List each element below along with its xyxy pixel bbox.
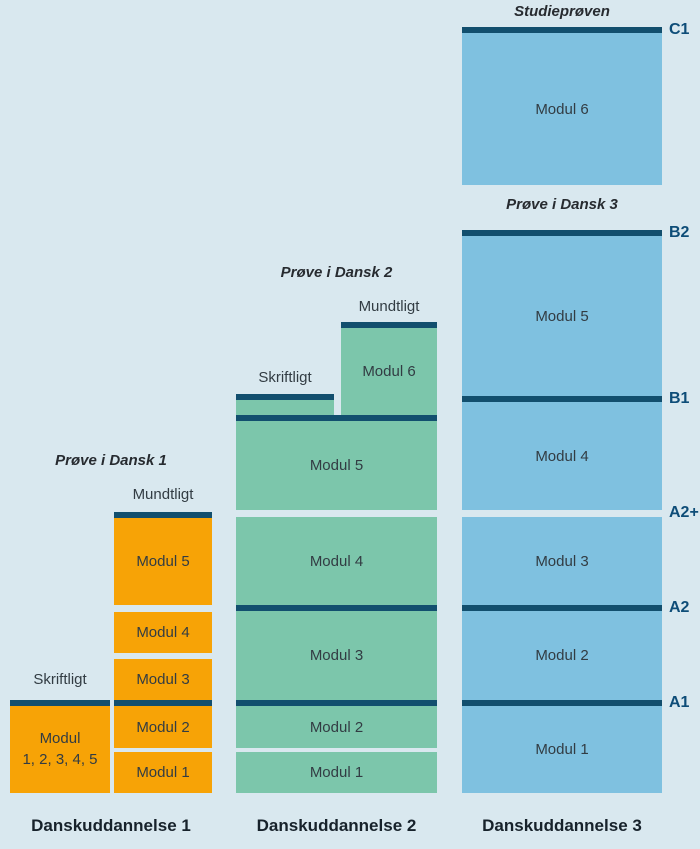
du1-modul-2-box: Modul 2 [114, 700, 212, 748]
column-title-danskuddannelse-1: Danskuddannelse 1 [31, 816, 191, 835]
du3-modul-2-label: Modul 2 [535, 647, 589, 664]
column-title-danskuddannelse-3: Danskuddannelse 3 [482, 816, 642, 835]
du2-modul-3-label: Modul 3 [309, 647, 364, 664]
level-label-c1: C1 [669, 21, 690, 38]
du3-modul-4-label: Modul 4 [535, 447, 589, 465]
du1-modul-1-label: Modul 1 [136, 764, 190, 781]
du1-modul-2-label: Modul 2 [136, 718, 190, 736]
du2-modul-6-box: Modul 6 [341, 322, 437, 415]
level-label-b2: B2 [669, 224, 690, 241]
exam-title-studieproven: Studieprøven [514, 3, 610, 20]
du2-modul-2-box: Modul 2 [236, 700, 437, 748]
du2-modul-2-label: Modul 2 [309, 718, 364, 736]
level-label-a2plus: A2+ [669, 504, 699, 521]
level-label-a2: A2 [669, 599, 690, 616]
du2-modul-1-label: Modul 1 [309, 764, 364, 781]
du3-modul-3-label: Modul 3 [535, 552, 589, 570]
du1-combined-label-line2: 1, 2, 3, 4, 5 [22, 750, 98, 768]
oral-test-label-du2: Mundtligt [358, 298, 420, 315]
du3-modul-4-box: Modul 4 [462, 396, 662, 510]
du3-modul-1-label: Modul 1 [535, 741, 589, 758]
du3-modul-3-box: Modul 3 [462, 517, 662, 605]
du3-modul-6-box: Modul 6 [462, 27, 662, 185]
du3-modul-5-label: Modul 5 [535, 307, 589, 325]
du1-modul-3-label: Modul 3 [136, 671, 190, 688]
du1-modul-3-box: Modul 3 [114, 659, 212, 700]
du1-modul-4-label: Modul 4 [136, 624, 190, 641]
column-title-danskuddannelse-2: Danskuddannelse 2 [256, 816, 417, 835]
du1-modul-4-box: Modul 4 [114, 612, 212, 653]
du1-modul-5-label: Modul 5 [136, 553, 190, 570]
du2-modul-5-label: Modul 5 [309, 457, 364, 474]
du1-modul-5-box: Modul 5 [114, 512, 212, 605]
du2-modul-1-box: Modul 1 [236, 752, 437, 793]
du1-combined-label-line1: Modul [39, 730, 81, 748]
exam-title-prove-i-dansk-1: Prøve i Dansk 1 [55, 452, 167, 469]
level-label-a1: A1 [669, 694, 690, 711]
written-test-label-du1: Skriftligt [33, 671, 87, 688]
written-test-label-du2: Skriftligt [258, 369, 312, 386]
exam-title-prove-i-dansk-3: Prøve i Dansk 3 [506, 196, 618, 213]
oral-test-label-du1: Mundtligt [132, 486, 194, 503]
du2-modul-4-box: Modul 4 [236, 517, 437, 605]
du3-modul-5-box: Modul 5 [462, 230, 662, 396]
du2-written-exam-strip [236, 394, 334, 415]
du2-modul-5-box: Modul 5 [236, 415, 437, 510]
du3-modul-2-box: Modul 2 [462, 605, 662, 700]
du1-written-exam-modules-box: Modul 1, 2, 3, 4, 5 [10, 700, 110, 793]
level-label-b1: B1 [669, 390, 690, 407]
du1-modul-1-box: Modul 1 [114, 752, 212, 793]
du2-modul-6-label: Modul 6 [362, 363, 416, 380]
du3-modul-1-box: Modul 1 [462, 700, 662, 793]
du2-modul-4-label: Modul 4 [309, 552, 364, 570]
exam-title-prove-i-dansk-2: Prøve i Dansk 2 [280, 264, 393, 281]
du2-modul-3-box: Modul 3 [236, 605, 437, 700]
du3-modul-6-label: Modul 6 [535, 100, 589, 118]
